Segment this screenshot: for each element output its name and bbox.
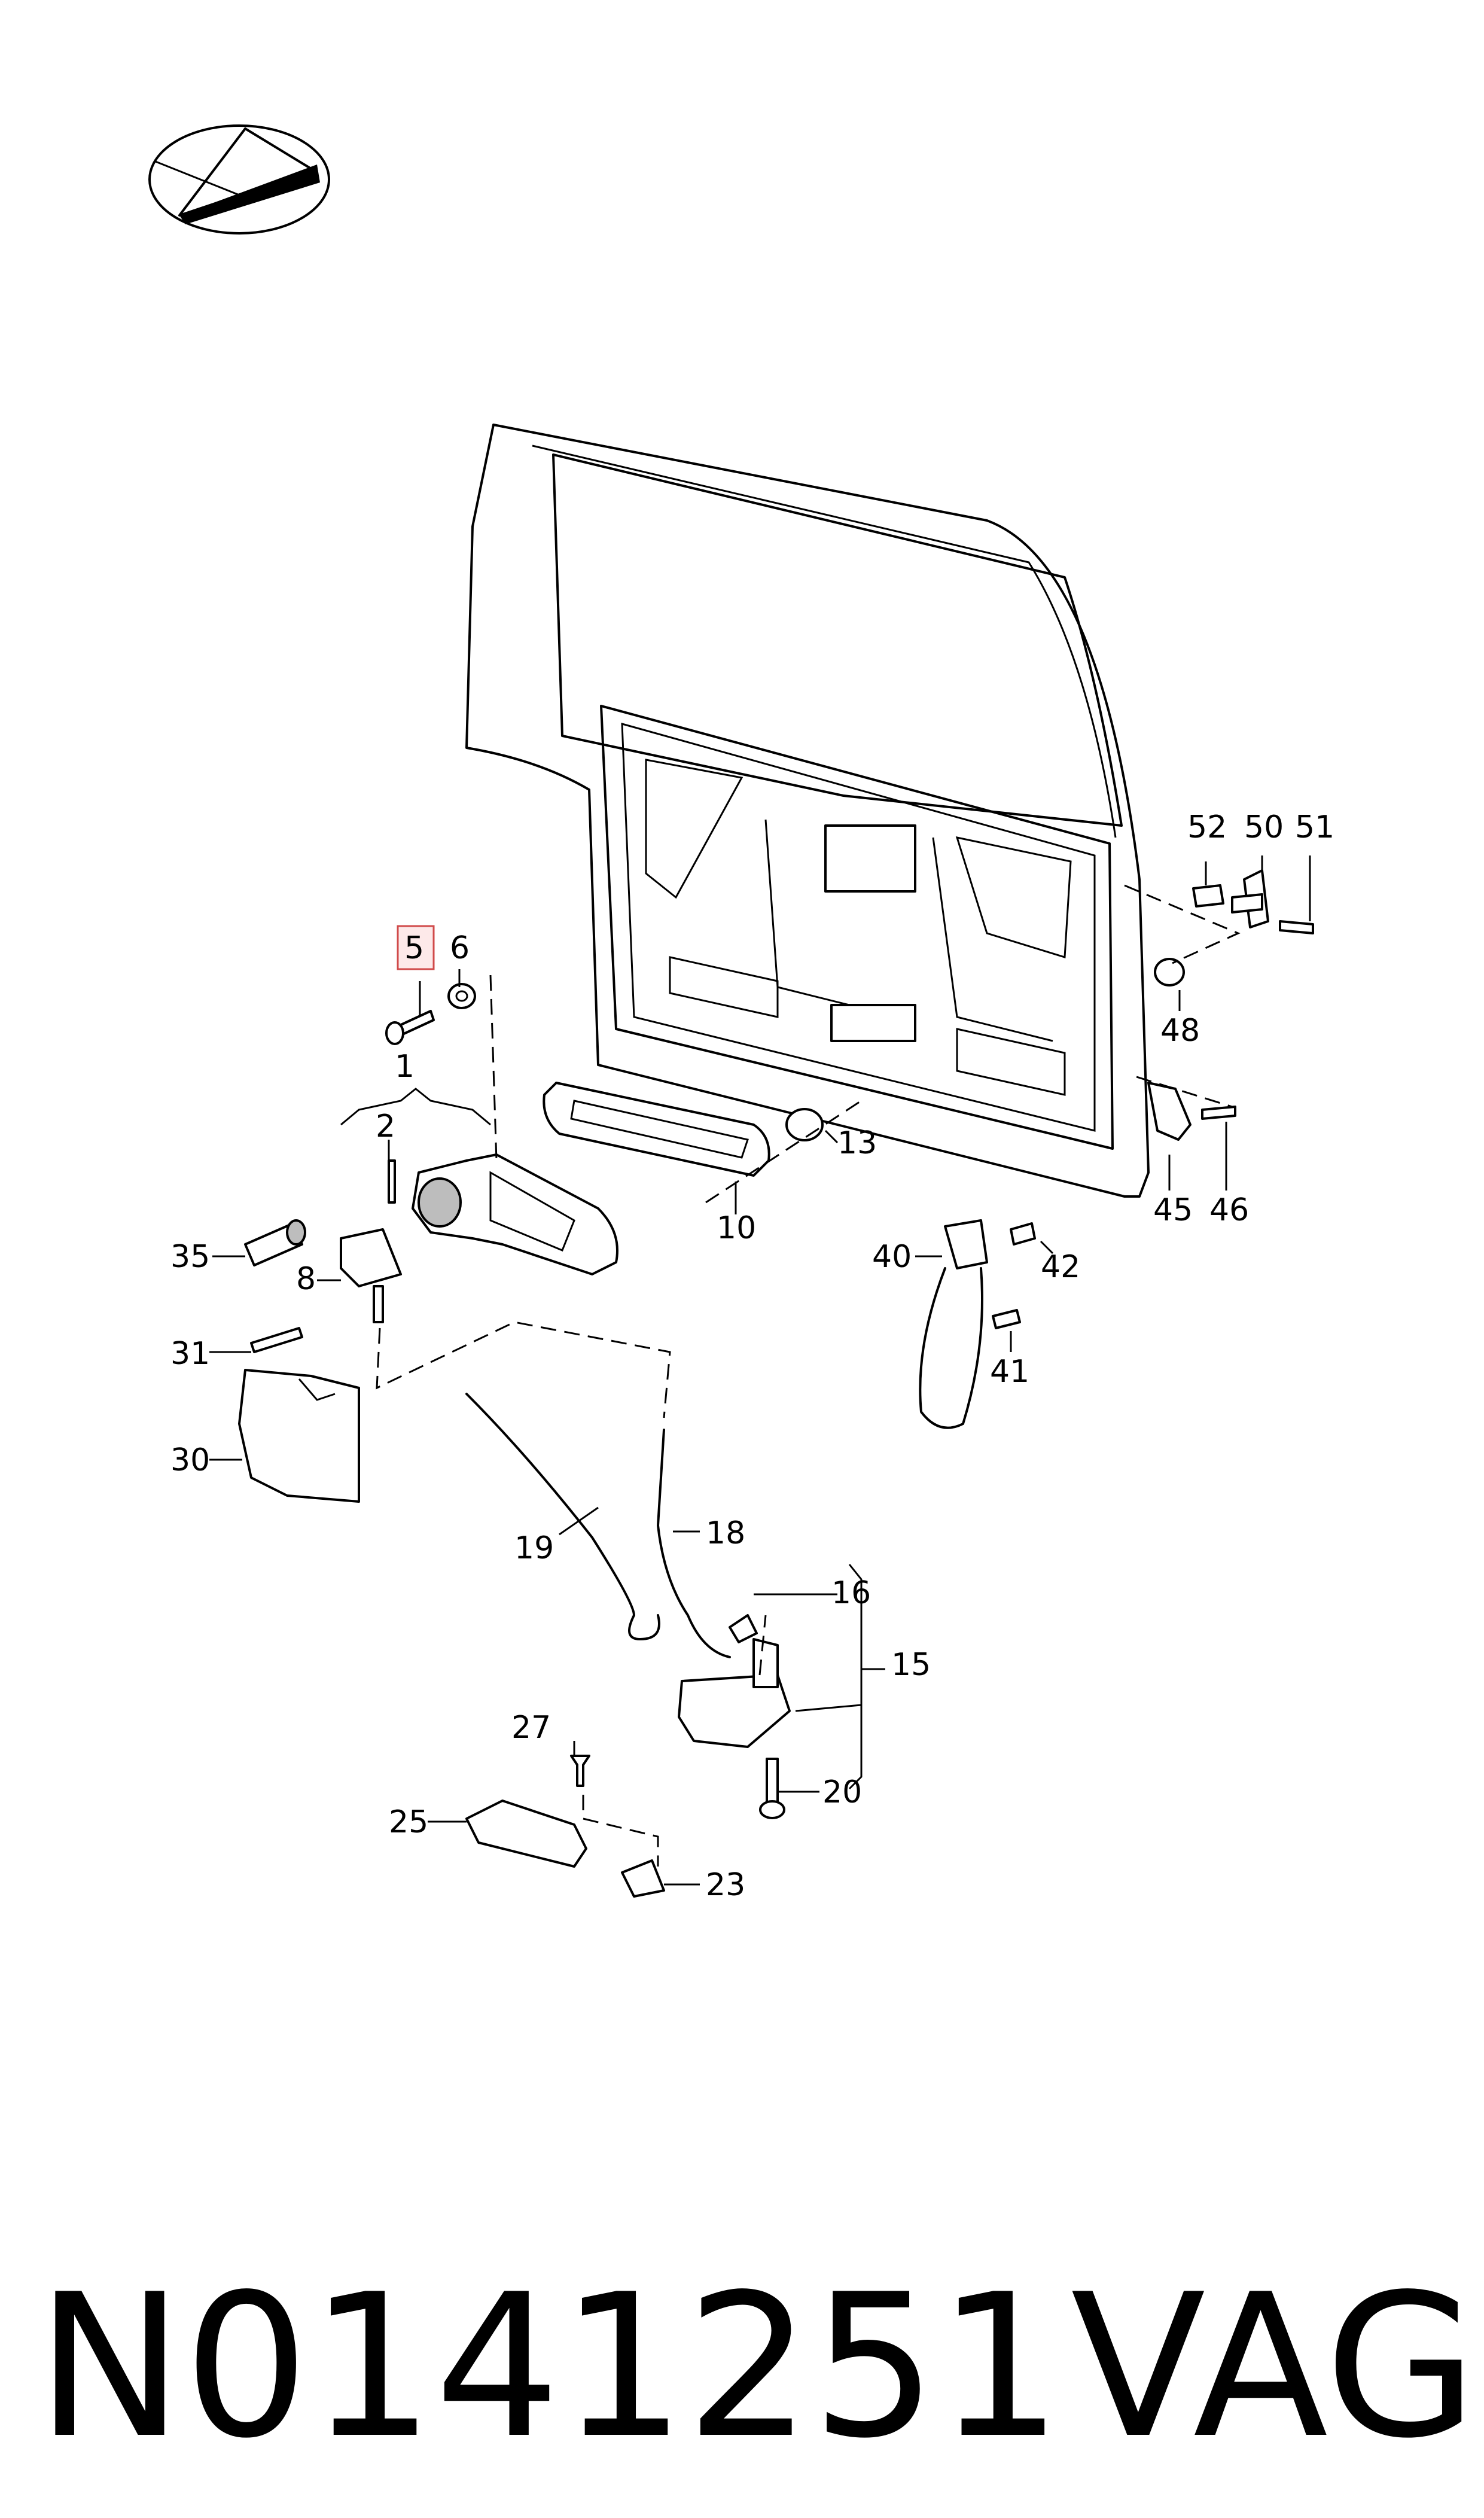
part-15-latch [678,1638,791,1748]
part-8-actuator [340,1228,402,1323]
assembly-lines [376,884,1241,1867]
callouts: 5 6 1 2 35 8 31 30 10 13 19 18 16 15 27 … [170,809,1334,1903]
callout-8: 8 [296,1261,316,1297]
part-41-bolt [992,1309,1021,1329]
part-18-rod [657,1429,731,1658]
part-25-switch [465,1800,587,1868]
part-27-screw [570,1755,590,1787]
part-20-bolt [759,1758,785,1819]
callout-35: 35 [170,1239,210,1275]
callout-27: 27 [511,1710,551,1746]
callout-45: 45 [1153,1192,1193,1228]
callout-1: 1 [395,1049,415,1085]
part-51-bolt [1279,920,1314,934]
part-10-handle [543,1082,770,1177]
callout-15: 15 [891,1647,931,1683]
callout-41: 41 [990,1354,1029,1390]
part-1-lock [412,1153,618,1275]
callout-50: 50 [1244,809,1284,845]
part-35-cylinder [244,1219,306,1266]
part-40-strap [919,1219,988,1429]
part-19-rod [465,1393,660,1640]
part-16-screw [729,1614,758,1643]
callout-48: 48 [1160,1013,1200,1049]
leader-lines [209,855,1311,1886]
callout-10: 10 [717,1210,756,1246]
callout-20: 20 [822,1774,862,1810]
callout-51: 51 [1295,809,1334,845]
callout-16: 16 [831,1575,871,1611]
tailgate-door [465,424,1150,1198]
part-31-bolt [250,1327,303,1353]
part-number: N0141251 [36,2252,1063,2482]
callout-2: 2 [376,1109,395,1144]
part-13-grommet [785,1108,824,1141]
part-2-pin [388,1159,396,1204]
callout-6: 6 [450,930,470,966]
paper-plane-logo-icon [148,124,330,235]
callout-52: 52 [1187,809,1227,845]
callout-46: 46 [1209,1192,1249,1228]
callout-19: 19 [514,1530,554,1566]
part-5-bolt [385,1010,435,1045]
highlight-box [397,925,435,970]
callout-13: 13 [837,1125,877,1161]
part-46-bolt [1201,1106,1236,1120]
callout-42: 42 [1041,1249,1080,1285]
part-6-washer [447,983,476,1009]
brand-name: VAG [1071,2252,1477,2482]
callout-31: 31 [170,1336,210,1372]
callout-30: 30 [170,1442,210,1478]
callout-23: 23 [706,1867,745,1903]
callout-25: 25 [389,1804,428,1840]
part-48-bumper [1154,958,1185,987]
callout-5: 5 [404,930,424,966]
part-50-hinge [1231,869,1269,928]
callout-40: 40 [872,1239,912,1275]
part-30-cover [238,1369,360,1503]
callout-18: 18 [706,1515,745,1551]
part-42-clip [1010,1222,1036,1246]
part-52-pin [1192,884,1224,908]
part-23-clip [621,1859,665,1898]
